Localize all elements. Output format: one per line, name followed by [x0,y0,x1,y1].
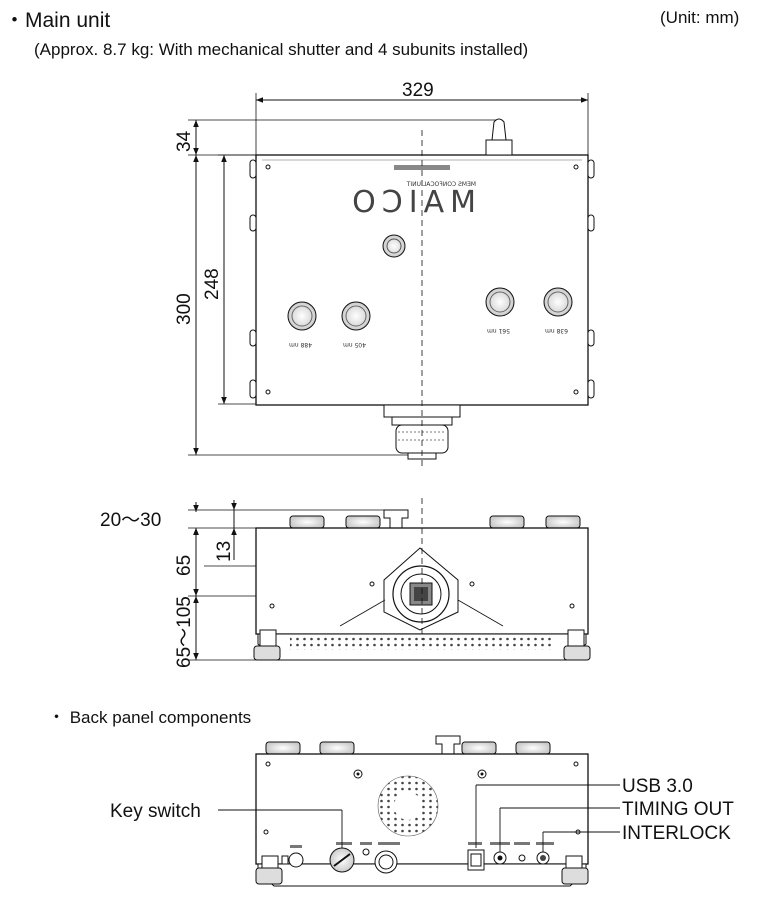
unit-note: (Unit: mm) [660,8,740,27]
main-unit-title: ・Main unit [4,9,111,32]
dim-height-inner-label: 248 [202,268,223,300]
dim-65-label: 65 [174,555,195,576]
top-view: 329 34 300 248 MAIC [174,80,595,470]
callout-timing-out: TIMING OUT [622,799,734,820]
dim-height-total-label: 300 [174,293,195,325]
callout-usb: USB 3.0 [622,776,693,797]
weight-note: (Approx. 8.7 kg: With mechanical shutter… [34,40,529,59]
pinhole-561-label: 561 nm [487,327,510,334]
dim-bottom-label: 65～105 [174,596,195,668]
dc-connector [288,852,304,868]
pinhole-knob-488: 488 nm [287,301,317,348]
pinhole-405-label: 405 nm [343,341,366,348]
dim-knob-label: 20～30 [100,510,161,531]
logo-subtext: MEMS CONFOCAL UNIT [406,181,476,188]
logo-text: MAICO [346,185,476,220]
front-view: 20～30 13 65 65～105 [100,498,591,668]
dim-top-offset-label: 34 [174,130,195,152]
callout-interlock: INTERLOCK [622,823,731,844]
dim-13-label: 13 [214,541,235,562]
back-panel-view: Key switch USB 3.0 TIMING OUT INTERLOCK [110,735,734,887]
pinhole-knob-561: 561 nm [485,287,515,334]
pinhole-knob-405: 405 nm [341,301,371,348]
dim-width-label: 329 [402,80,434,101]
back-panel-title: ・ Back panel components [48,708,252,727]
usb-port [467,849,485,871]
callout-key-switch: Key switch [110,801,201,822]
pinhole-488-label: 488 nm [289,341,312,348]
pinhole-638-label: 638 nm [545,327,568,334]
pinhole-knob-638: 638 nm [543,287,573,334]
